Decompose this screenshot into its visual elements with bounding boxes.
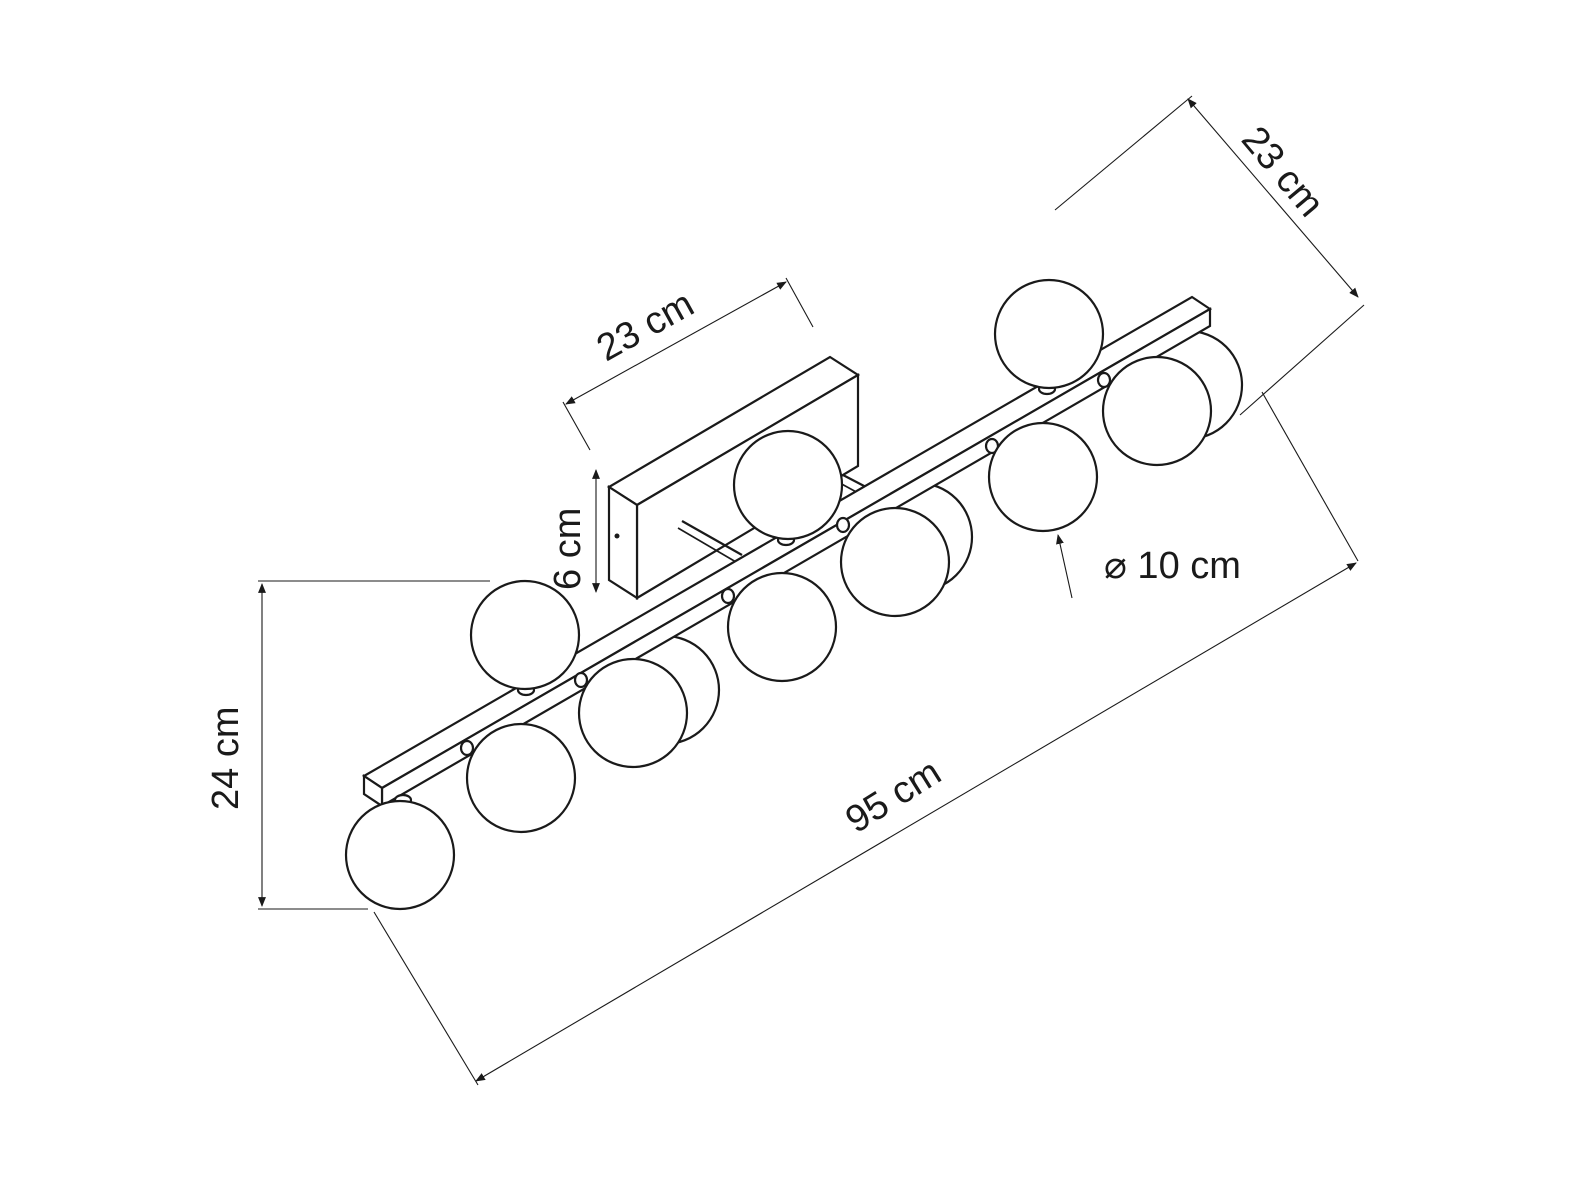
dimension-globe-diameter: ⌀ 10 cm (1056, 534, 1241, 599)
support-rods (677, 474, 867, 563)
dimension-canopy-height: 6 cm (547, 469, 600, 593)
dimension-height: 24 cm (205, 580, 490, 910)
canopy-width-label: 23 cm (590, 283, 701, 370)
height-label: 24 cm (205, 707, 247, 810)
canopy-height-label: 6 cm (547, 508, 589, 590)
globe-diameter-label: ⌀ 10 cm (1104, 545, 1241, 587)
front-globes (344, 278, 1213, 911)
length-label: 95 cm (839, 751, 949, 841)
